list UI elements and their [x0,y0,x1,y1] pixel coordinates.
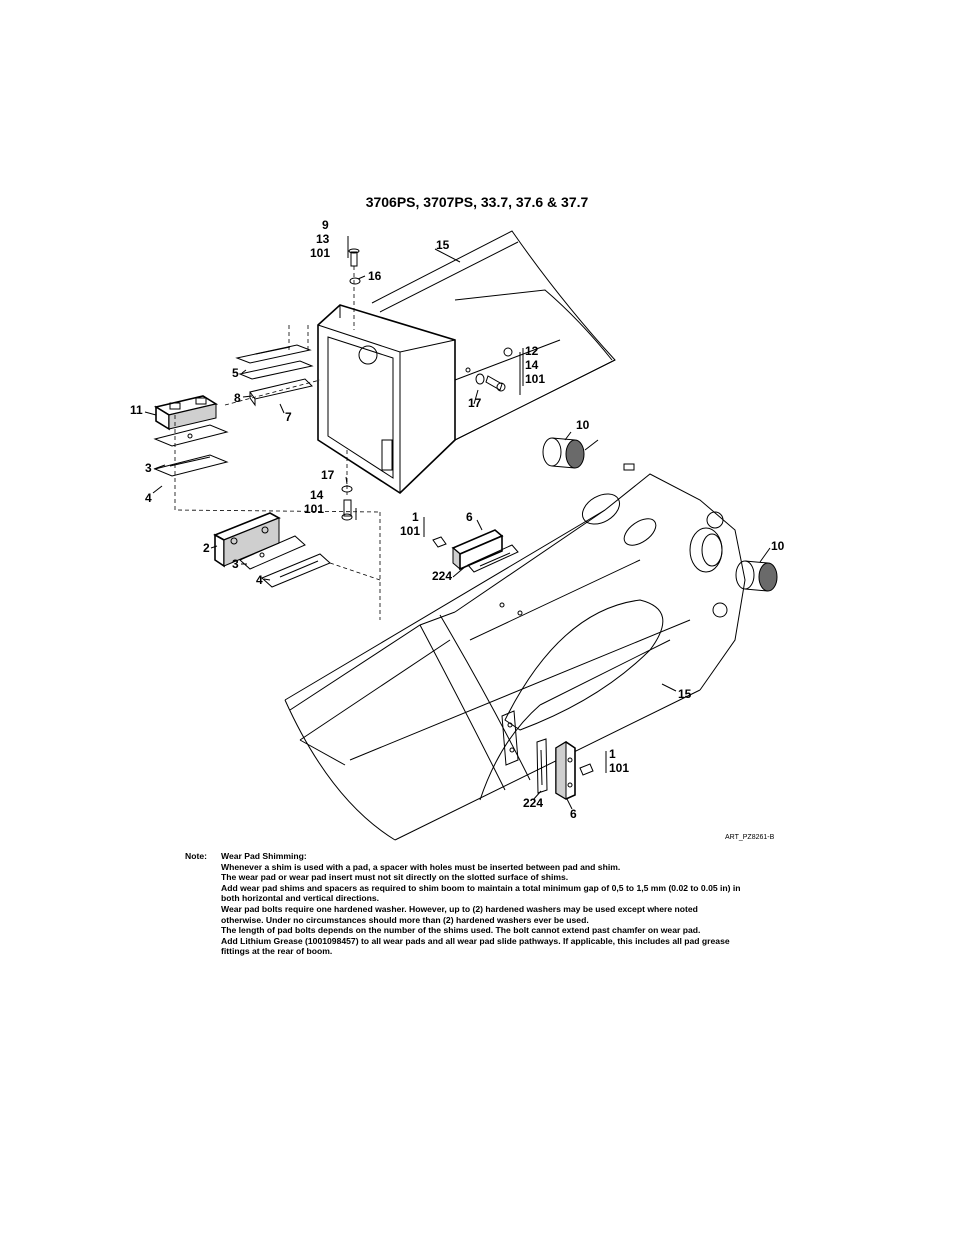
callout-3: 3 [232,557,239,571]
callout-12: 12 [525,344,539,358]
callout-15-lower: 15 [678,687,692,701]
lower-boom-section [284,463,746,841]
callout-4: 4 [256,573,263,587]
side-bolt [475,352,521,395]
callout-9: 9 [322,218,329,232]
leader-lines [144,236,771,810]
callout-6-lower: 6 [570,807,577,821]
callout-17: 17 [321,468,335,482]
upper-side-pad [432,529,519,573]
note-line: Whenever a shim is used with a pad, a sp… [221,861,621,872]
bottom-bolt [341,450,353,521]
art-reference: ART_PZ8261-B [725,834,775,841]
callout-17: 17 [468,396,482,410]
callout-7: 7 [285,410,292,424]
note-line: Wear Pad Shimming: [221,851,307,861]
note-line: Add Lithium Grease (1001098457) to all w… [221,935,730,957]
callout-14: 14 [310,488,324,502]
callout-224-upper: 224 [432,569,453,583]
bushing-upper [542,437,599,469]
callout-13: 13 [316,232,330,246]
callout-101: 101 [609,761,630,775]
callout-224-lower: 224 [523,796,544,810]
callout-6-upper: 6 [466,510,473,524]
top-bolt [348,248,366,330]
callout-3: 3 [145,461,152,475]
note-line: The wear pad or wear pad insert must not… [221,872,569,883]
note-line: Wear pad bolts require one hardened wash… [221,903,698,925]
left-pad-stack [153,379,381,513]
note-line: The length of pad bolts depends on the n… [221,925,701,936]
bushing-lower [735,560,778,592]
callout-5: 5 [232,366,239,380]
callout-8: 8 [234,391,241,405]
notes-label: Note: [185,851,207,861]
callout-101: 101 [525,372,546,386]
lower-side-pad [501,710,594,800]
diagram-title: 3706PS, 3707PS, 33.7, 37.6 & 37.7 [365,194,589,210]
callout-1: 1 [609,747,616,761]
callout-11: 11 [130,403,143,417]
callout-16: 16 [368,269,382,283]
callout-15-upper: 15 [436,238,450,252]
lower-pad-stack [213,512,381,620]
callout-101: 101 [310,246,331,260]
callout-10-upper: 10 [576,418,590,432]
callout-101: 101 [304,502,325,516]
callout-101: 101 [400,524,421,538]
top-pad-stack [235,325,314,407]
callout-14: 14 [525,358,539,372]
callout-1: 1 [412,510,419,524]
callout-10-lower: 10 [771,539,785,553]
upper-boom-section [317,230,616,495]
callout-2: 2 [203,541,210,555]
callout-4: 4 [145,491,152,505]
note-line: Add wear pad shims and spacers as requir… [221,882,741,904]
